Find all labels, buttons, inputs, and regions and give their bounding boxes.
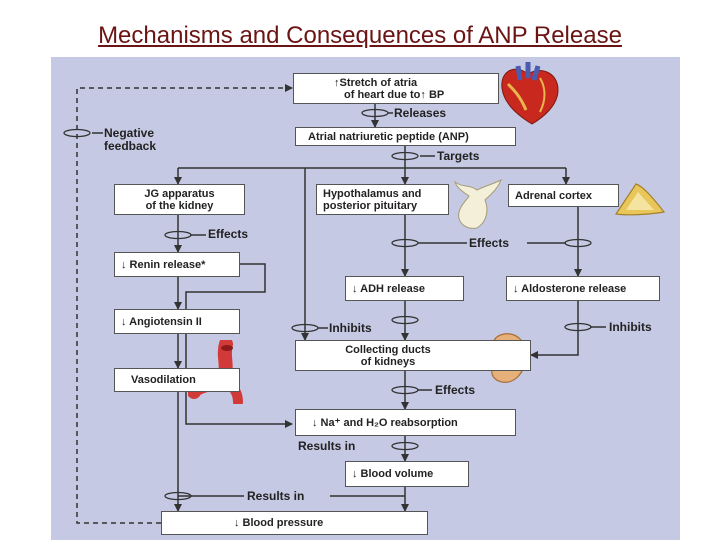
reabsorption-box: ↓ Na⁺ and H₂O reabsorption [295,409,516,436]
adh-release-box: ↓ ADH release [345,276,464,301]
stretch-of-atria-box: ↑Stretch of atria of heart due to↑ BP [293,73,499,104]
negative-feedback-label: Negative feedback [104,127,156,153]
negative-line-2: feedback [104,139,157,153]
stretch-line-1: ↑Stretch of atria [334,76,418,89]
blood-pressure-label: ↓ Blood pressure [234,517,324,529]
results-in-label-1: Results in [298,439,356,453]
hypothalamus-box: Hypothalamus and posterior pituitary [316,184,449,215]
blood-volume-label: ↓ Blood volume [352,468,434,480]
blood-pressure-box: ↓ Blood pressure [161,511,428,535]
blood-volume-box: ↓ Blood volume [345,461,469,487]
effects-collecting-label: Effects [435,383,476,397]
collecting-line-2: of kidneys [360,355,416,368]
page-title: Mechanisms and Consequences of ANP Relea… [98,22,622,49]
vasodilation-label: Vasodilation [131,374,196,386]
renin-label: ↓ Renin release* [121,258,206,271]
heart-illustration [501,62,559,125]
angiotensin-label: ↓ Angiotensin II [121,315,202,328]
adrenal-illustration [614,183,666,216]
negative-line-1: Negative [104,126,155,140]
releases-label: Releases [394,106,447,120]
negative-feedback-path [76,84,293,524]
jg-line-2: of the kidney [145,199,214,212]
effects-jg-label: Effects [208,227,249,241]
jg-apparatus-box: JG apparatus of the kidney [114,184,245,215]
anp-box: Atrial natriuretic peptide (ANP) [295,127,516,146]
targets-label: Targets [437,149,480,163]
arrow-renin-reabsorption [185,263,293,428]
angiotensin-box: ↓ Angiotensin II [114,309,240,334]
adrenal-cortex-box: Adrenal cortex [508,184,619,207]
pituitary-illustration [454,178,502,229]
hypo-line-2: posterior pituitary [323,199,418,212]
arrow-aldo-collecting [530,301,579,359]
results-in-label-2: Results in [247,489,305,503]
inhibits-right-label: Inhibits [609,320,652,334]
collecting-line-1: Collecting ducts [345,343,431,356]
jg-line-1: JG apparatus [144,187,215,200]
adh-label: ↓ ADH release [352,282,425,295]
stretch-line-2: of heart due to↑ BP [344,88,445,101]
aldosterone-label: ↓ Aldosterone release [513,282,627,295]
aldosterone-release-box: ↓ Aldosterone release [506,276,660,301]
hypo-line-1: Hypothalamus and [323,187,422,200]
adrenal-label: Adrenal cortex [515,189,593,202]
reabsorption-label: ↓ Na⁺ and H₂O reabsorption [312,416,458,429]
renin-release-box: ↓ Renin release* [114,252,240,277]
vasodilation-box: Vasodilation [114,368,240,392]
effects-middle-label: Effects [469,236,510,250]
collecting-ducts-box: Collecting ducts of kidneys [295,340,531,371]
anp-label: Atrial natriuretic peptide (ANP) [308,130,469,143]
inhibits-left-label: Inhibits [329,321,372,335]
